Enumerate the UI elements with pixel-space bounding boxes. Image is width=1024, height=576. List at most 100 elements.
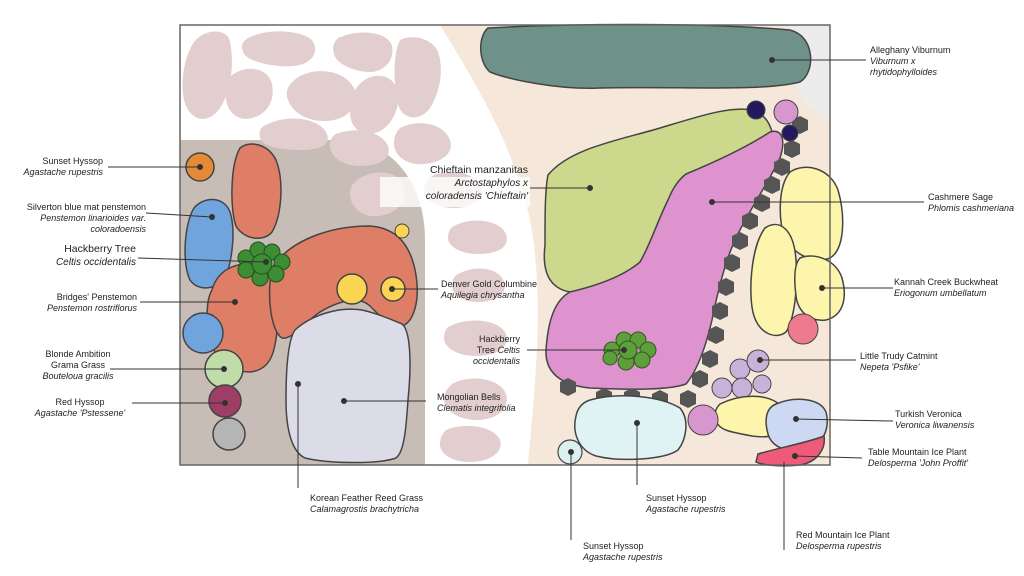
label-sci: Viburnum x [870,56,916,66]
pink-flower-top [773,99,799,125]
denver-columbine-small [394,223,410,239]
alleghany-viburnum-bed [480,23,812,90]
label-sci: coloradensis 'Chieftain' [425,191,528,202]
label-sunset-hyssop-lowest: Sunset Hyssop Agastache rupestris [583,541,663,563]
paver [692,370,708,388]
leader-lines [108,57,924,550]
label-kannah: Kannah Creek Buckwheat Eriogonum umbella… [894,277,998,299]
label-sci: Delosperma rupestris [796,541,882,551]
bridges-penstemon-tall [231,143,282,239]
label-sci: Aquilegia chrysantha [441,290,525,300]
paver [732,232,748,250]
label-name: Sunset Hyssop [583,541,644,551]
stepping-stone [394,123,451,165]
label-sci: occidentalis [472,356,520,366]
sunset-hyssop-cyan-bed [574,395,687,461]
paver [764,176,780,194]
label-name: Alleghany Viburnum [870,45,951,55]
label-hackberry-center: Hackberry Tree Celtis occidentalis [473,334,520,367]
paver [708,326,724,344]
label-sci: rhytidophylloides [870,67,938,77]
label-name: Hackberry Tree [64,243,136,255]
cashmere-sage-bed [545,130,784,390]
label-turkish: Turkish Veronica Veronica liwanensis [895,409,974,431]
label-sci: Clematis integrifolia [437,403,516,413]
label-bridges: Bridges' Penstemon Penstemon rostrifloru… [47,292,137,314]
label-sci: Bouteloua gracilis [42,371,114,381]
paver [774,158,790,176]
stepping-stone [452,268,505,302]
paver [702,350,718,368]
label-sci: Calamagrostis brachytricha [310,504,420,514]
label-name: Cashmere Sage [928,192,994,202]
label-sunset-hyssop-bottom: Sunset Hyssop Agastache rupestris [646,493,726,515]
hackberry-tree-left [237,241,291,287]
label-name: Mongolian Bells [437,392,501,402]
paver [784,140,800,158]
label-name: Sunset Hyssop [646,493,707,503]
stepping-stone [448,220,507,254]
label-chieftain: Chieftain manzanitas Arctostaphylos x co… [426,164,528,203]
label-sci: Delosperma 'John Proffit' [868,458,968,468]
label-sci: Agastache rupestris [23,167,103,177]
label-sci: Veronica liwanensis [895,420,975,430]
stepping-stone [241,31,316,67]
paver [712,302,728,320]
mongolian-bells-bed [285,308,411,464]
catmint-plant [752,374,772,394]
chieftain-label-backdrop [380,177,530,207]
pink-flower-bottom [687,404,719,436]
paver [724,254,740,272]
hackberry-tree-center [602,331,657,371]
navy-flower-top [746,100,766,120]
label-sci: Penstemon linarioides var. [40,213,146,223]
denver-columbine [336,273,368,305]
garden-border [179,24,831,466]
label-name: Little Trudy Catmint [860,351,938,361]
stepping-stone [350,75,399,134]
label-sci: Agastache rupestris [583,552,663,562]
label-sci: Agastache rupestris [646,504,726,514]
label-name: Hackberry [478,334,520,344]
label-name: Sunset Hyssop [42,156,103,166]
paver [742,212,758,230]
label-name: Blonde Ambition [45,349,111,359]
stepping-stone [333,32,393,72]
gray-plant-circle [212,417,246,451]
label-name: Turkish Veronica [895,409,962,419]
label-alleghany: Alleghany Viburnum Viburnum x rhytidophy… [870,45,950,78]
label-cashmere: Cashmere Sage Phlomis cashmeriana [928,192,1014,214]
catmint-plant [711,377,733,399]
label-name: Kannah Creek Buckwheat [894,277,999,287]
navy-flower-right [781,124,799,142]
label-sci: Celtis occidentalis [55,257,136,268]
label-sci: Phlomis cashmeriana [928,203,1015,213]
stepping-stone [440,425,501,462]
label-name: Bridges' Penstemon [56,292,137,302]
label-little-trudy: Little Trudy Catmint Nepeta 'Psfike' [860,351,938,373]
paver [754,194,770,212]
catmint-plant [731,377,753,399]
label-name: Korean Feather Reed Grass [310,493,424,503]
stepping-stone [330,130,389,166]
label-silverton: Silverton blue mat penstemon Penstemon l… [27,202,146,235]
paver [718,278,734,296]
stepping-stone [394,37,441,118]
label-korean: Korean Feather Reed Grass Calamagrostis … [310,493,423,515]
label-red-hyssop: Red Hyssop Agastache 'Pstessene' [30,397,130,419]
label-mongolian: Mongolian Bells Clematis integrifolia [437,392,516,414]
label-sci: Nepeta 'Psfike' [860,362,920,372]
label-name: Silverton blue mat penstemon [26,202,146,212]
label-name: Red Hyssop [55,397,105,407]
stepping-stones [182,31,507,462]
buckwheat-tall-shrub [750,223,798,337]
stepping-stone [259,118,328,150]
label-denver: Denver Gold Columbine Aquilegia chrysant… [441,279,537,301]
stepping-stone [286,71,356,122]
label-sci: Eriogonum umbellatum [894,288,987,298]
pink-accent-flower [787,313,819,345]
label-sci: Penstemon rostriflorus [46,303,137,313]
label-name: Chieftain manzanitas [429,164,528,176]
stepping-stone [182,31,232,119]
